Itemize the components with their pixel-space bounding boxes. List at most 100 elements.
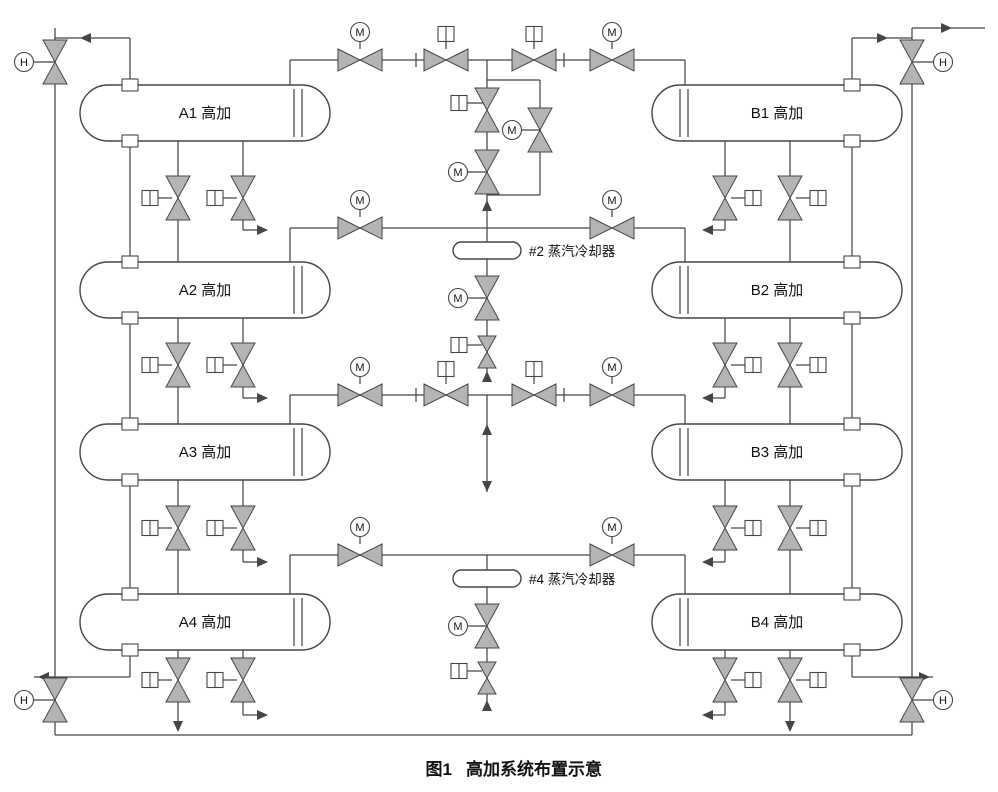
manual-valve <box>474 87 500 133</box>
svg-text:M: M <box>453 293 462 305</box>
steam-cooler-2: #2 蒸汽冷却器 M <box>447 241 616 382</box>
vessel-b4: B4 高加 <box>651 587 903 657</box>
flow-arrow <box>702 225 713 235</box>
steam-header-4: M M <box>289 516 686 594</box>
cooler-label: #4 蒸汽冷却器 <box>529 572 616 587</box>
steam-header-2: M M <box>289 189 686 262</box>
corner-station-top-left: H <box>13 33 130 85</box>
flow-arrow <box>702 557 713 567</box>
handwheel-box <box>744 519 762 537</box>
motor-valve <box>589 216 635 240</box>
nozzle <box>843 417 861 431</box>
drain-group-a3 <box>141 480 268 594</box>
handwheel-box <box>437 360 455 378</box>
motor-valve <box>589 543 635 567</box>
flow-arrow <box>257 225 268 235</box>
svg-text:M: M <box>355 27 364 39</box>
nozzle <box>843 587 861 601</box>
drain-group-b1 <box>702 141 827 262</box>
vessel-b1: B1 高加 <box>651 78 903 148</box>
flow-arrow <box>257 710 268 720</box>
svg-text:M: M <box>355 522 364 534</box>
flow-arrow <box>877 33 888 43</box>
motor-actuator: M <box>447 161 487 183</box>
vessel-label: A2 高加 <box>179 282 232 299</box>
handwheel-box <box>450 94 468 112</box>
nozzle <box>843 643 861 657</box>
flow-arrow <box>173 721 183 732</box>
motor-actuator: M <box>447 615 487 637</box>
handwheel-box <box>206 356 224 374</box>
handwheel-box <box>437 25 455 43</box>
svg-text:M: M <box>453 167 462 179</box>
center-bypass-cluster: M M <box>447 60 553 242</box>
nozzle <box>843 311 861 325</box>
motor-valve <box>337 216 383 240</box>
steam-header-3: M M <box>289 356 686 492</box>
hydraulic-actuator: H <box>912 689 954 711</box>
drain-group-b4 <box>702 650 827 732</box>
motor-actuator: M <box>349 516 371 544</box>
motor-actuator: M <box>349 21 371 49</box>
cooler-body <box>452 569 522 588</box>
vessel-a4: A4 高加 <box>79 587 331 657</box>
flow-arrow <box>482 371 492 382</box>
flow-arrow <box>482 700 492 711</box>
manual-valve <box>511 48 557 72</box>
motor-actuator: M <box>601 516 623 544</box>
vessel-label: B4 高加 <box>751 614 804 631</box>
vessel-a3: A3 高加 <box>79 417 331 487</box>
handwheel-box <box>525 25 543 43</box>
svg-text:H: H <box>939 695 947 707</box>
flow-arrow <box>482 481 492 492</box>
nozzle <box>121 643 139 657</box>
drain-group-a2 <box>141 318 268 424</box>
drain-valve <box>477 661 497 695</box>
handwheel-box <box>141 519 159 537</box>
handwheel-box <box>809 356 827 374</box>
motor-actuator: M <box>501 119 540 141</box>
nozzle <box>121 78 139 92</box>
nozzle <box>121 473 139 487</box>
handwheel-box <box>206 671 224 689</box>
handwheel-box <box>141 189 159 207</box>
handwheel-box <box>450 662 468 680</box>
motor-actuator: M <box>601 189 623 217</box>
flow-arrow <box>80 33 91 43</box>
manual-valve <box>423 383 469 407</box>
drain-group-b2 <box>702 318 827 424</box>
handwheel-box <box>744 356 762 374</box>
drain-group-a4 <box>141 650 268 732</box>
hydraulic-actuator: H <box>13 51 55 73</box>
drain-valve <box>477 335 497 369</box>
nozzle <box>121 587 139 601</box>
svg-text:M: M <box>453 621 462 633</box>
flow-arrow <box>702 710 713 720</box>
corner-station-top-right: H <box>852 33 954 85</box>
vessel-a2: A2 高加 <box>79 255 331 325</box>
figure-label: 图1 <box>426 760 452 779</box>
svg-text:H: H <box>939 57 947 69</box>
motor-valve <box>337 383 383 407</box>
cooler-body <box>452 241 522 260</box>
handwheel-box <box>206 519 224 537</box>
handwheel-box <box>141 356 159 374</box>
vessel-label: B2 高加 <box>751 282 804 299</box>
outer-loop-piping <box>54 27 985 736</box>
motor-valve <box>589 383 635 407</box>
flow-arrow <box>482 200 492 211</box>
motor-actuator: M <box>349 356 371 384</box>
svg-text:M: M <box>355 362 364 374</box>
motor-valve <box>337 543 383 567</box>
nozzle <box>121 255 139 269</box>
hydraulic-actuator: H <box>912 51 954 73</box>
svg-text:M: M <box>507 125 516 137</box>
svg-text:M: M <box>607 362 616 374</box>
drain-group-a1 <box>141 141 268 262</box>
flow-arrow <box>941 23 952 33</box>
vessel-label: A3 高加 <box>179 444 232 461</box>
handwheel-box <box>525 360 543 378</box>
vessel-label: A4 高加 <box>179 614 232 631</box>
svg-text:H: H <box>20 57 28 69</box>
